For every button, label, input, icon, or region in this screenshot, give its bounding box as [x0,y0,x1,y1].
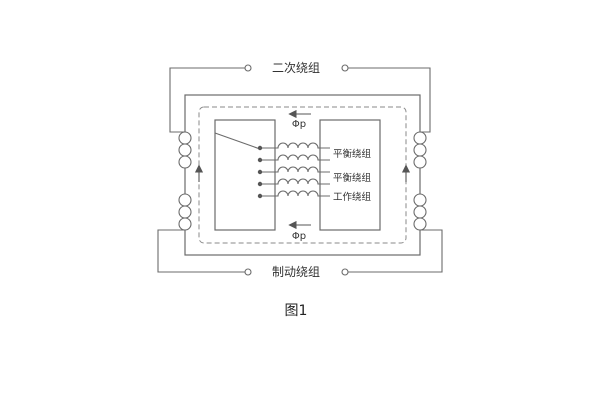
coil-loop [413,155,427,169]
tap-dot [257,193,263,199]
coil-brake-left [178,193,192,231]
winding-wire [262,166,330,173]
terminal-brake-right [341,268,349,276]
tap-dot [257,145,263,151]
wire-brake-right [348,229,443,273]
wire-secondary-right [348,67,431,133]
coil-loop [178,155,192,169]
label-flux-top: Φp [292,119,306,130]
label-secondary-winding: 二次绕组 [272,61,320,75]
coil-brake-right [413,193,427,231]
figure-caption: 图1 [285,303,308,319]
tap-dot [257,157,263,163]
terminal-secondary-right [341,64,349,72]
tap-dot [257,181,263,187]
label-balance-winding-2: 平衡绕组 [333,172,372,184]
core-window-right [319,119,381,231]
coil-loop [413,217,427,231]
core-window-left [214,119,276,231]
label-balance-winding-1: 平衡绕组 [333,148,372,160]
terminal-brake-left [244,268,252,276]
wire-secondary-left [169,67,245,133]
coil-loop [178,131,192,145]
label-brake-winding: 制动绕组 [272,265,320,279]
winding-wire [262,142,330,149]
coil-loop [413,143,427,157]
coil-loop [178,205,192,219]
coil-loop [178,217,192,231]
tap-dot [257,169,263,175]
coil-secondary-right [413,131,427,169]
label-work-winding: 工作绕组 [333,191,372,203]
wire-brake-left [157,229,245,273]
winding-wire [262,178,330,185]
wire-diagonal-lead [214,132,261,150]
coil-loop [413,193,427,207]
center-winding-wires [257,142,330,199]
winding-wire [262,190,330,197]
coil-loop [413,131,427,145]
terminal-secondary-left [244,64,252,72]
coil-loop [413,205,427,219]
label-flux-bottom: Φp [292,231,306,242]
coil-secondary-left [178,131,192,169]
core-outline [184,94,421,256]
winding-wire [262,154,330,161]
coil-loop [178,193,192,207]
coil-loop [178,143,192,157]
